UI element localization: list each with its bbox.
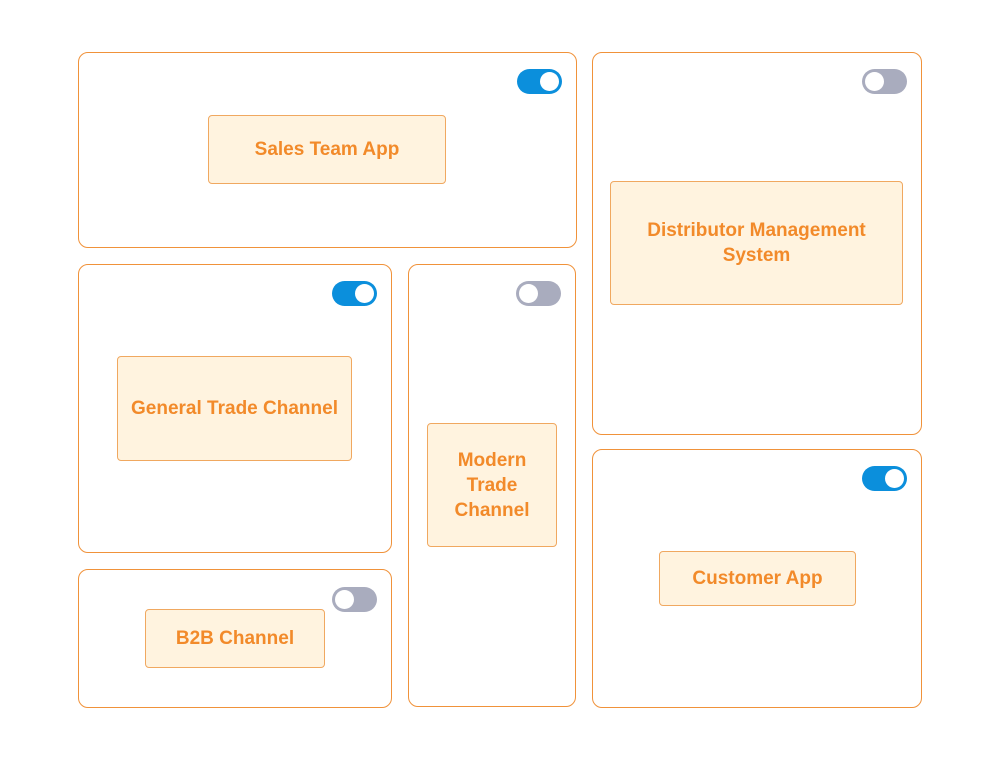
modern-trade-channel-card: Modern Trade Channel [408, 264, 576, 707]
distributor-management-system-card: Distributor Management System [592, 52, 922, 435]
modern-trade-channel-toggle[interactable] [516, 281, 561, 306]
toggle-knob [540, 72, 559, 91]
customer-app-card: Customer App [592, 449, 922, 708]
general-trade-channel-label: General Trade Channel [117, 356, 352, 461]
toggle-knob [335, 590, 354, 609]
b2b-channel-label: B2B Channel [145, 609, 325, 668]
distributor-management-system-toggle[interactable] [862, 69, 907, 94]
general-trade-channel-toggle[interactable] [332, 281, 377, 306]
sales-team-app-card: Sales Team App [78, 52, 577, 248]
general-trade-channel-card: General Trade Channel [78, 264, 392, 553]
toggle-knob [355, 284, 374, 303]
customer-app-toggle[interactable] [862, 466, 907, 491]
modern-trade-channel-label: Modern Trade Channel [427, 423, 557, 547]
distributor-management-system-label: Distributor Management System [610, 181, 903, 305]
sales-team-app-toggle[interactable] [517, 69, 562, 94]
sales-team-app-label: Sales Team App [208, 115, 446, 184]
toggle-knob [885, 469, 904, 488]
toggle-knob [865, 72, 884, 91]
b2b-channel-card: B2B Channel [78, 569, 392, 708]
toggle-knob [519, 284, 538, 303]
customer-app-label: Customer App [659, 551, 856, 606]
b2b-channel-toggle[interactable] [332, 587, 377, 612]
